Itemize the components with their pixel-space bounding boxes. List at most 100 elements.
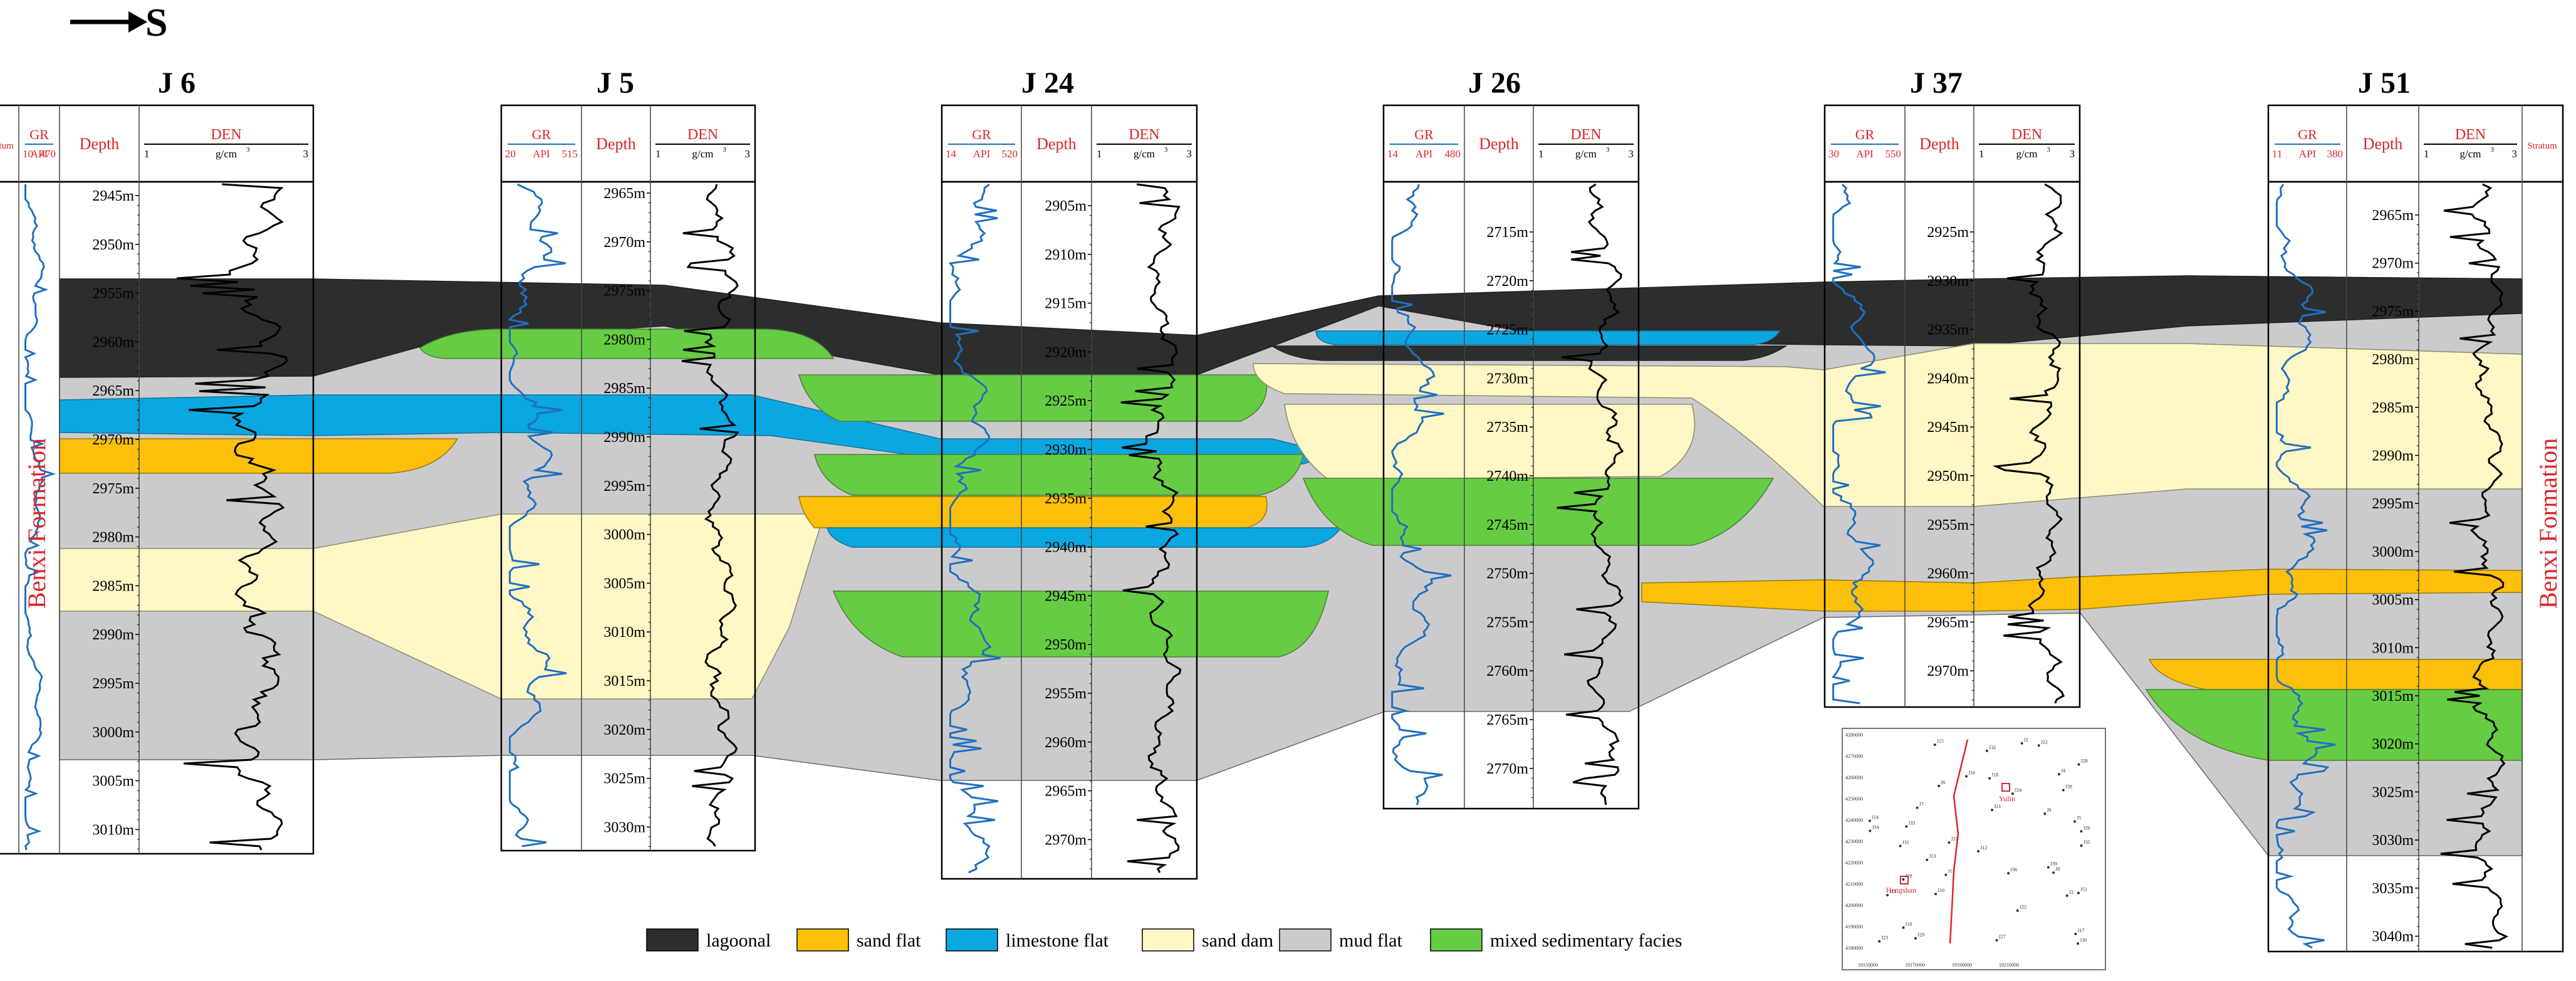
header-den-unit-exp: 3 bbox=[2491, 146, 2495, 154]
header-den-max: 3 bbox=[303, 148, 309, 160]
facies-sand-dam-lens-j26 bbox=[1284, 404, 1696, 480]
depth-label: 2945m bbox=[92, 188, 134, 204]
header-gr: GR bbox=[1414, 127, 1434, 142]
facies-bodies bbox=[59, 275, 2523, 856]
legend-label-mud_flat: mud flat bbox=[1339, 930, 1402, 951]
depth-label: 3015m bbox=[2372, 688, 2414, 705]
well-body-box bbox=[2267, 181, 2564, 953]
header-stratum: Stratum bbox=[2527, 141, 2557, 151]
depth-label: 2960m bbox=[1927, 566, 1969, 582]
map-well-dot bbox=[1878, 940, 1881, 943]
header-gr-api: API bbox=[1416, 148, 1433, 160]
map-well-dot bbox=[2043, 812, 2047, 816]
depth-label: 2745m bbox=[1486, 517, 1528, 533]
town-label-hengshan: Hengshan bbox=[1886, 886, 1916, 894]
header-den-max: 3 bbox=[1187, 148, 1192, 160]
map-well-label: J25 bbox=[2020, 905, 2026, 910]
depth-label: 2985m bbox=[2372, 400, 2414, 416]
depth-label: 3000m bbox=[92, 725, 134, 741]
well-body-box bbox=[1823, 181, 2081, 708]
depth-label: 2970m bbox=[92, 432, 134, 448]
legend-swatch-sand_flat bbox=[796, 928, 849, 952]
legend-swatch-lagoonal bbox=[646, 928, 699, 952]
town-marker-hengshan bbox=[1900, 876, 1909, 884]
depth-label: 3025m bbox=[603, 771, 645, 787]
wells-layer: J 6StratumGR10API470DepthDEN1g/cm332945m… bbox=[0, 66, 2564, 953]
header-den: DEN bbox=[687, 127, 718, 143]
legend-swatch-mud_flat bbox=[1279, 928, 1332, 952]
header-den-max: 3 bbox=[1629, 148, 1634, 160]
depth-label: 3030m bbox=[603, 819, 645, 836]
depth-label: 2925m bbox=[1927, 224, 1969, 241]
gr-log-curve bbox=[2275, 184, 2336, 949]
depth-label: 2945m bbox=[1045, 588, 1087, 604]
depth-label: 2960m bbox=[1045, 735, 1087, 751]
header-stratum: Stratum bbox=[0, 141, 14, 151]
map-well-label: J4 bbox=[2061, 768, 2065, 774]
map-well-dot bbox=[1916, 806, 1919, 809]
gr-log-curve bbox=[24, 184, 56, 851]
map-well-dot bbox=[1905, 825, 1908, 828]
depth-label: 2950m bbox=[1927, 468, 1969, 485]
depth-label: 2925m bbox=[1045, 393, 1087, 409]
den-log-curve bbox=[1120, 183, 1182, 873]
facies-mixed-j26 bbox=[1302, 478, 1775, 546]
depth-label: 2980m bbox=[92, 530, 134, 546]
header-den: DEN bbox=[211, 127, 241, 143]
direction-indicator: S bbox=[70, 0, 168, 45]
map-well-dot bbox=[1948, 841, 1951, 844]
map-well-dot bbox=[2077, 942, 2080, 945]
depth-label: 2955m bbox=[1927, 517, 1969, 533]
map-y-tick: 4180000 bbox=[1845, 945, 1863, 951]
depth-label: 2970m bbox=[603, 234, 645, 251]
map-well-label: J31 bbox=[1902, 840, 1909, 846]
header-den-max: 3 bbox=[2070, 148, 2075, 160]
map-well-label: J2 bbox=[2024, 737, 2028, 743]
map-y-tick: 4250000 bbox=[1845, 796, 1863, 802]
map-well-label: J29 bbox=[1917, 932, 1924, 938]
map-y-tick: 4280000 bbox=[1845, 732, 1863, 738]
map-well-label: J35 bbox=[2083, 839, 2090, 845]
header-den: DEN bbox=[1570, 127, 1601, 143]
den-log-curve bbox=[2440, 183, 2509, 949]
header-den: DEN bbox=[2011, 127, 2042, 143]
well-body-box bbox=[0, 181, 315, 855]
map-well-label: J19 bbox=[1906, 921, 1912, 927]
map-well-label: J21 bbox=[1994, 804, 2001, 809]
map-well-dot bbox=[1886, 893, 1889, 896]
depth-label: 2930m bbox=[1045, 442, 1087, 458]
depth-label: 3020m bbox=[2372, 737, 2414, 753]
header-den-unit-exp: 3 bbox=[1606, 146, 1610, 154]
map-well-label: J24 bbox=[2015, 787, 2021, 793]
header-den-unit-exp: 3 bbox=[723, 146, 727, 154]
legend-label-mixed: mixed sedimentary facies bbox=[1490, 930, 1682, 951]
depth-label: 2985m bbox=[92, 578, 134, 594]
map-y-tick: 4220000 bbox=[1845, 860, 1863, 866]
map-well-label: J11 bbox=[1889, 889, 1896, 894]
legend-label-sand_flat: sand flat bbox=[857, 930, 921, 951]
map-well-dot bbox=[2007, 872, 2010, 875]
map-x-tick: 19190000 bbox=[1952, 962, 1972, 968]
depth-label: 3000m bbox=[603, 527, 645, 543]
depth-label: 2765m bbox=[1486, 712, 1528, 728]
header-gr: GR bbox=[29, 127, 49, 142]
map-well-dot bbox=[1995, 938, 1998, 942]
depth-label: 2940m bbox=[1045, 540, 1087, 556]
depth-label: 2920m bbox=[1045, 344, 1087, 360]
direction-arrow-head-icon bbox=[128, 11, 147, 33]
map-well-label: J28 bbox=[2081, 758, 2088, 763]
legend-swatch-mixed bbox=[1430, 928, 1483, 952]
header-den-unit: g/cm bbox=[2016, 148, 2038, 160]
header-den-unit: g/cm bbox=[1134, 148, 1155, 160]
facies-mixed-j24-2 bbox=[814, 454, 1304, 496]
map-well-label: J33 bbox=[1908, 821, 1915, 826]
formation-label-left: Benxi Formation bbox=[23, 438, 51, 609]
map-well-dot bbox=[2057, 773, 2060, 776]
depth-label: 2940m bbox=[1927, 370, 1969, 387]
depth-label: 2990m bbox=[92, 627, 134, 643]
header-den-min: 1 bbox=[2424, 148, 2429, 160]
map-well-dot bbox=[2016, 909, 2019, 912]
